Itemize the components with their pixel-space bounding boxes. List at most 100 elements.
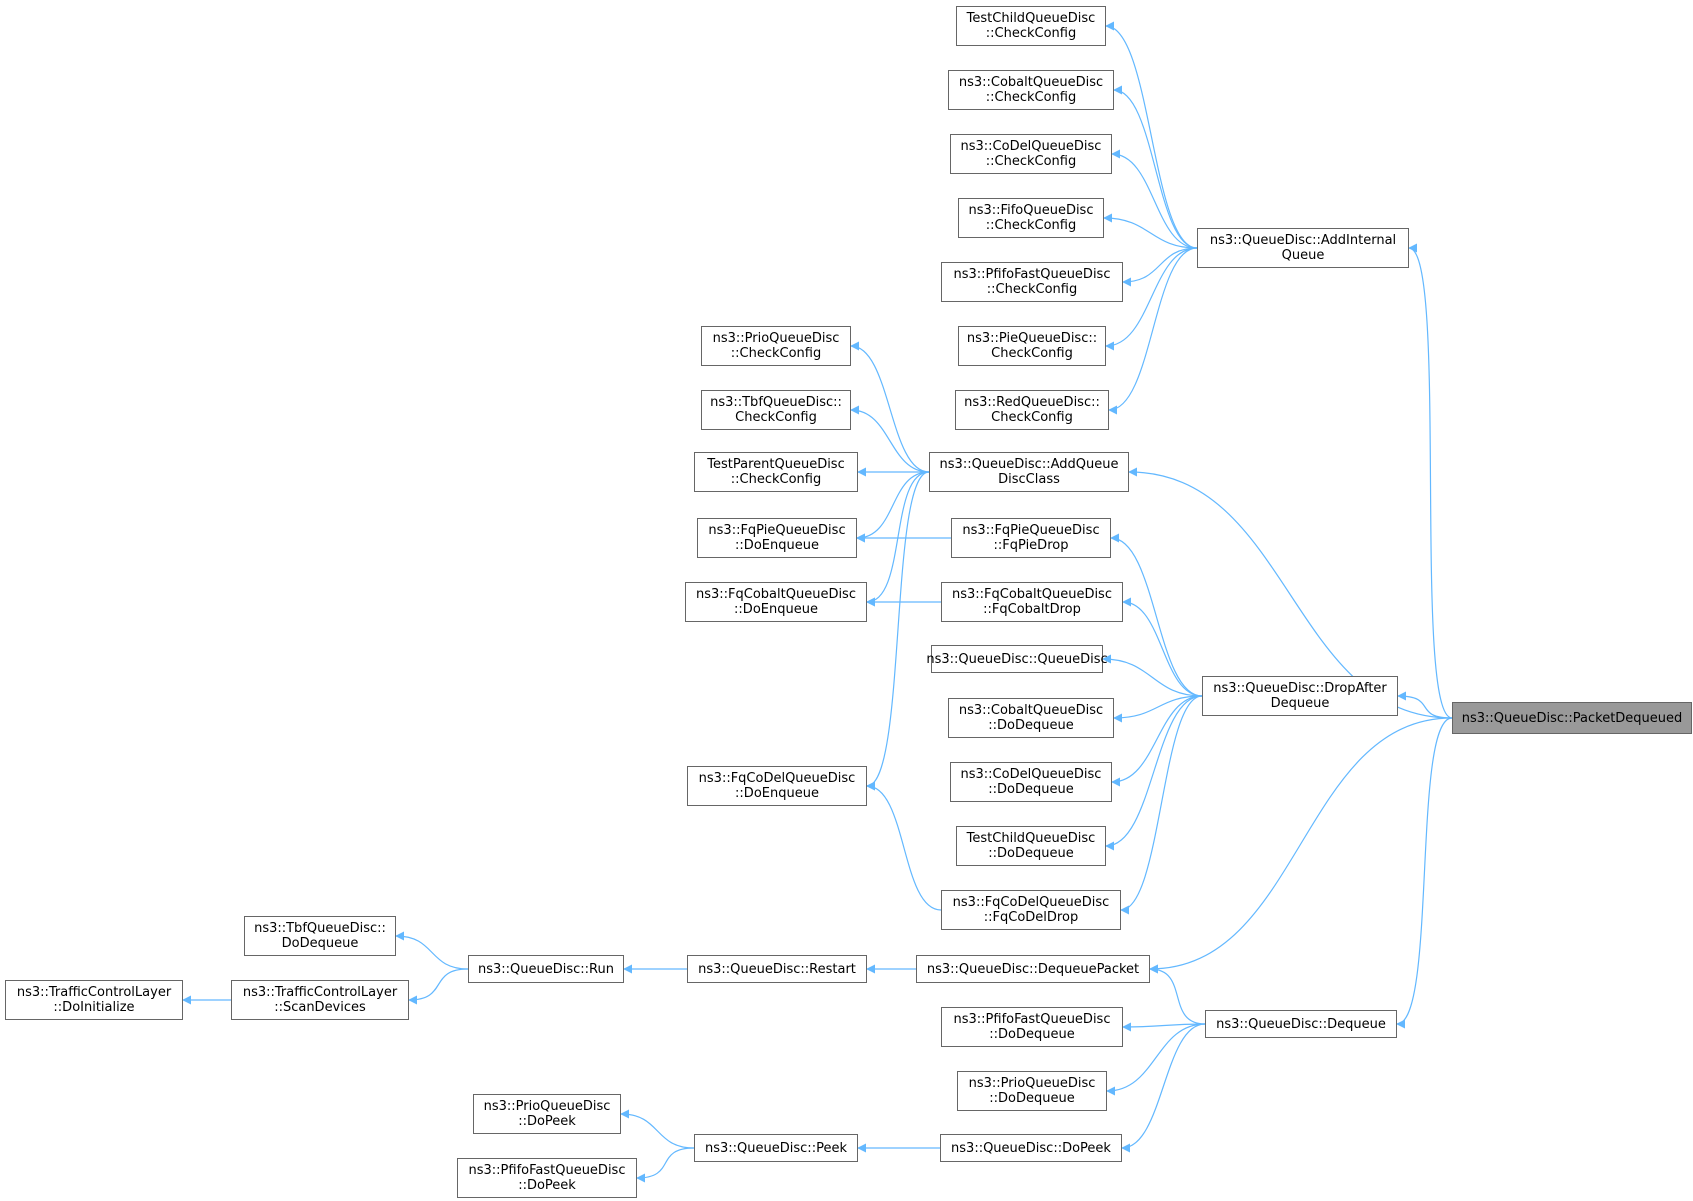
node-cod-deq[interactable]: ns3::CoDelQueueDisc::DoDequeue [950,762,1112,802]
node-label-line: ::DoEnqueue [734,602,818,617]
node-label-line: ns3::TbfQueueDisc:: [710,395,842,410]
node-label-line: ns3::QueueDisc::AddQueue [939,457,1119,472]
node-label-line: ns3::QueueDisc::QueueDisc [926,651,1108,667]
node-label-line: ns3::CoDelQueueDisc [960,139,1102,154]
edge-aiq-to-pd [1408,243,1453,719]
node-label-line: ::DoDequeue [989,1091,1075,1106]
node-tpq-cc[interactable]: TestParentQueueDisc::CheckConfig [694,452,858,492]
edge-fifo-cc-to-aiq [1103,213,1198,249]
edge-qd-qd-to-dad [1102,654,1203,697]
node-label-line: TestChildQueueDisc [966,831,1096,846]
edge-tbf-cc-to-aqdc [850,405,930,473]
node-pff-deq[interactable]: ns3::PfifoFastQueueDisc::DoDequeue [941,1007,1123,1047]
node-label-line: DoDequeue [281,936,359,951]
node-label-line: ::CheckConfig [985,154,1077,169]
node-label-line: ns3::QueueDisc::Peek [705,1140,847,1156]
edge-tcl-scan-to-run [408,968,469,1005]
edge-pff-cc-to-aiq [1122,247,1198,287]
node-prio-peek[interactable]: ns3::PrioQueueDisc::DoPeek [473,1094,621,1134]
edge-tcq-cc-to-aiq [1105,21,1198,249]
node-fifo-cc[interactable]: ns3::FifoQueueDisc::CheckConfig [958,198,1104,238]
node-label-line: ns3::QueueDisc::DoPeek [951,1140,1111,1156]
edge-cob-deq-to-dad [1113,695,1203,723]
node-label-line: ns3::FqCobaltQueueDisc [952,587,1112,602]
node-label-line: ns3::RedQueueDisc:: [964,395,1100,410]
node-label-line: ::DoEnqueue [735,538,819,553]
edge-pff-peek-to-peek [636,1147,695,1183]
node-pff-cc[interactable]: ns3::PfifoFastQueueDisc::CheckConfig [941,262,1123,302]
node-label-line: ns3::FqPieQueueDisc [708,523,846,538]
node-qd-qd[interactable]: ns3::QueueDisc::QueueDisc [926,645,1108,673]
edge-dad-to-pd [1397,691,1453,719]
node-pie-cc[interactable]: ns3::PieQueueDisc::CheckConfig [958,326,1106,366]
node-fqpie-drop[interactable]: ns3::FqPieQueueDisc::FqPieDrop [951,518,1111,558]
edge-prio-cc-to-aqdc [850,341,930,473]
node-dqp[interactable]: ns3::QueueDisc::DequeuePacket [916,955,1150,983]
node-label-line: ns3::QueueDisc::DropAfter [1213,681,1387,696]
node-label-line: ::FqCobaltDrop [983,602,1081,617]
node-prio-deq[interactable]: ns3::PrioQueueDisc::DoDequeue [957,1071,1107,1111]
node-deq[interactable]: ns3::QueueDisc::Dequeue [1205,1010,1397,1038]
node-label-line: ns3::QueueDisc::AddInternal [1209,233,1397,248]
node-dopeek[interactable]: ns3::QueueDisc::DoPeek [940,1134,1122,1162]
node-cod-cc[interactable]: ns3::CoDelQueueDisc::CheckConfig [950,134,1112,174]
edge-fqcod-enq-to-aqdc [866,471,930,791]
node-label-line: Dequeue [1270,696,1330,711]
node-label-line: ::DoDequeue [988,846,1074,861]
node-label-line: ns3::PfifoFastQueueDisc [953,1012,1111,1027]
node-prio-cc[interactable]: ns3::PrioQueueDisc::CheckConfig [701,326,851,366]
node-label-line: ns3::TrafficControlLayer [16,985,172,1000]
edge-fqcod-drop-to-dad [1120,695,1203,915]
node-label-line: ns3::CobaltQueueDisc [958,703,1104,718]
node-fqcob-drop[interactable]: ns3::FqCobaltQueueDisc::FqCobaltDrop [941,582,1123,622]
node-tcl-init[interactable]: ns3::TrafficControlLayer::DoInitialize [5,980,183,1020]
node-tcq-deq[interactable]: TestChildQueueDisc::DoDequeue [956,826,1106,866]
node-fqcod-enq[interactable]: ns3::FqCoDelQueueDisc::DoEnqueue [687,766,867,806]
edge-pff-deq-to-deq [1122,1022,1206,1032]
node-label-line: ::CheckConfig [985,90,1077,105]
node-label-line: ns3::FqCobaltQueueDisc [696,587,856,602]
node-tbf-cc[interactable]: ns3::TbfQueueDisc::CheckConfig [701,390,851,430]
node-fqpie-enq[interactable]: ns3::FqPieQueueDisc::DoEnqueue [697,518,857,558]
edge-fqcob-enq-to-aqdc [866,471,930,607]
edge-red-cc-to-aiq [1108,247,1198,415]
node-label-line: ::CheckConfig [730,346,822,361]
edge-dopeek-to-deq [1121,1023,1206,1153]
node-fqcob-enq[interactable]: ns3::FqCobaltQueueDisc::DoEnqueue [685,582,867,622]
node-run[interactable]: ns3::QueueDisc::Run [468,955,624,983]
node-tcq-cc[interactable]: TestChildQueueDisc::CheckConfig [956,6,1106,46]
node-fqcod-drop[interactable]: ns3::FqCoDelQueueDisc::FqCoDelDrop [941,890,1121,930]
node-pff-peek[interactable]: ns3::PfifoFastQueueDisc::DoPeek [457,1158,637,1198]
node-label-line: ::DoEnqueue [735,786,819,801]
node-red-cc[interactable]: ns3::RedQueueDisc::CheckConfig [955,390,1109,430]
node-label-line: ::DoDequeue [989,1027,1075,1042]
node-label-line: CheckConfig [735,410,817,425]
node-label-line: CheckConfig [991,346,1073,361]
node-label-line: ::FqPieDrop [993,538,1069,553]
node-label-line: ns3::QueueDisc::Restart [698,961,856,977]
node-label-line: ns3::QueueDisc::DequeuePacket [926,961,1140,977]
node-cob-cc[interactable]: ns3::CobaltQueueDisc::CheckConfig [948,70,1114,110]
node-label-line: ns3::FqCoDelQueueDisc [698,771,856,786]
node-label-line: ::CheckConfig [985,26,1077,41]
node-label-line: ::CheckConfig [985,218,1077,233]
node-label-line: ns3::QueueDisc::Dequeue [1216,1016,1386,1032]
edge-deq-to-pd [1396,717,1453,1029]
node-label-line: ::FqCoDelDrop [983,910,1079,925]
node-peek[interactable]: ns3::QueueDisc::Peek [694,1134,858,1162]
node-label-line: ::DoPeek [518,1114,576,1129]
node-cob-deq[interactable]: ns3::CobaltQueueDisc::DoDequeue [948,698,1114,738]
node-label-line: ns3::PrioQueueDisc [712,331,840,346]
node-label-line: ns3::FqPieQueueDisc [962,523,1100,538]
node-tbf-deq[interactable]: ns3::TbfQueueDisc::DoDequeue [244,916,396,956]
node-restart[interactable]: ns3::QueueDisc::Restart [687,955,867,983]
edge-fqpie-drop-to-dad [1110,533,1203,697]
node-label-line: CheckConfig [991,410,1073,425]
node-label-line: ::ScanDevices [274,1000,366,1015]
node-label-line: ns3::PrioQueueDisc [968,1076,1096,1091]
node-tcl-scan[interactable]: ns3::TrafficControlLayer::ScanDevices [231,980,409,1020]
